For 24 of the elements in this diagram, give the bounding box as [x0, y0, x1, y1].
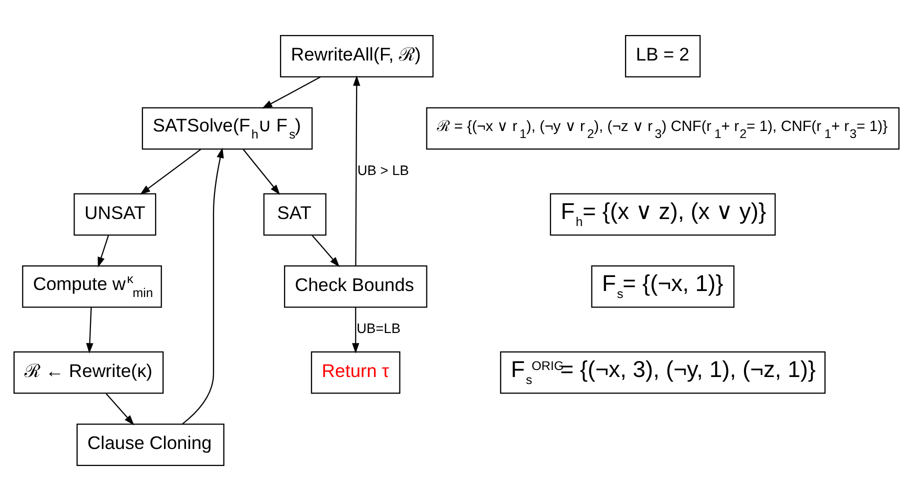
node-box: LB = 2 [624, 34, 700, 77]
edge-label: UB=LB [356, 320, 400, 336]
arrow [105, 392, 134, 425]
arrow [311, 234, 340, 267]
arrow [181, 147, 224, 424]
node-box: F$_{s}$= {(¬x, 1)} [590, 264, 734, 308]
arrow [352, 307, 359, 353]
node-box: SATSolve(F$_{h}$∪ F$_{s}$) [141, 106, 312, 150]
node-box: UNSAT [73, 192, 156, 236]
arrow [97, 234, 108, 267]
node-box: F$_{s}$$^{ORIG}$= {(¬x, 3), (¬y, 1), (¬z, 1)} [500, 350, 826, 394]
node-box: RewriteAll(F, ℛ) [279, 34, 434, 77]
node-box: Return τ [310, 350, 400, 394]
arrow [242, 148, 280, 194]
arrow [352, 74, 360, 266]
arrow [261, 76, 320, 108]
edge-label: UB > LB [356, 162, 408, 178]
arrow [139, 148, 200, 194]
node-box: Clause Cloning [76, 423, 224, 466]
node-box: SAT [262, 192, 326, 236]
node-box: ℛ ← Rewrite(κ) [12, 350, 164, 394]
node-box: F$_{h}$= {(x ∨ z), (x ∨ y)} [549, 192, 776, 236]
node-box: Check Bounds [284, 264, 427, 308]
arrow [86, 307, 93, 353]
